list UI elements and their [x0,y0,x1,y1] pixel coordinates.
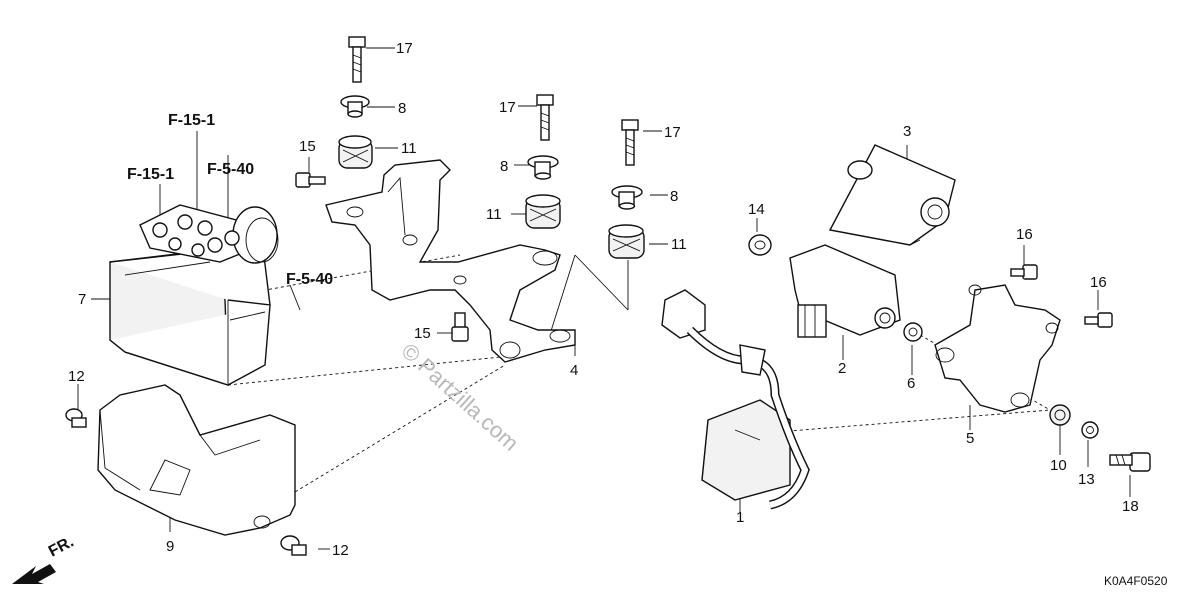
rubber-mount-11-c [608,224,645,259]
sensor-cover-3 [828,144,956,246]
callout-11-b: 11 [486,206,502,223]
reference-f-15-1-left: F-15-1 [127,166,174,183]
sensor-bracket-5 [934,284,1061,413]
reference-f-15-1-top: F-15-1 [168,112,215,129]
collar-8-c [611,185,643,210]
callout-13: 13 [1078,471,1095,488]
callout-11-a: 11 [401,140,417,157]
abs-modulator-7 [109,204,279,386]
callout-2: 2 [838,360,846,377]
callout-12-b: 12 [332,542,349,559]
collar-8-b [527,155,559,180]
bolt-15-b [451,312,469,342]
callout-17-a: 17 [396,40,413,57]
callout-16-b: 16 [1090,274,1107,291]
callout-6: 6 [907,375,915,392]
cover-9 [97,384,296,536]
collar-8-a [340,95,370,118]
callout-8-a: 8 [398,100,406,117]
imu-sensor-2 [789,244,901,338]
callout-11-c: 11 [671,236,687,253]
rubber-mount-11-b [525,194,561,229]
callout-5: 5 [966,430,974,447]
callout-17-b: 17 [499,99,516,116]
callout-12-a: 12 [68,368,85,385]
callout-16-a: 16 [1016,226,1033,243]
rubber-mount-11-a [338,135,373,169]
front-indicator-label: FR. [46,533,77,560]
bolt-15-a [295,172,326,188]
grommet-14 [748,234,772,256]
callout-15-b: 15 [414,325,431,342]
callout-9: 9 [166,538,174,555]
callout-3: 3 [903,123,911,140]
reference-f-5-40-right: F-5-40 [286,271,333,288]
bolt-12-a [65,408,87,428]
callout-7: 7 [78,291,86,308]
bolt-17-a [348,36,366,83]
drawing-code: K0A4F0520 [1104,574,1168,588]
bolt-16-a [1010,264,1038,280]
callout-18: 18 [1122,498,1139,515]
reference-f-5-40-top: F-5-40 [207,161,254,178]
callout-14: 14 [748,201,765,218]
callout-1: 1 [736,509,744,526]
bolt-18 [1109,452,1151,472]
bolt-12-b [280,535,307,556]
washer-6 [903,322,923,342]
callout-15-a: 15 [299,138,316,155]
bolt-17-c [621,119,639,166]
callout-17-c: 17 [664,124,681,141]
bracket-4 [325,159,576,363]
callout-10: 10 [1050,457,1067,474]
callout-4: 4 [570,362,578,379]
nut-10 [1049,404,1071,426]
callout-8-b: 8 [500,158,508,175]
callout-8-c: 8 [670,188,678,205]
wire-harness-1 [661,289,810,510]
washer-13 [1081,421,1099,439]
bolt-17-b [536,94,554,141]
bolt-16-b [1084,312,1113,328]
front-arrow-icon [12,564,56,584]
